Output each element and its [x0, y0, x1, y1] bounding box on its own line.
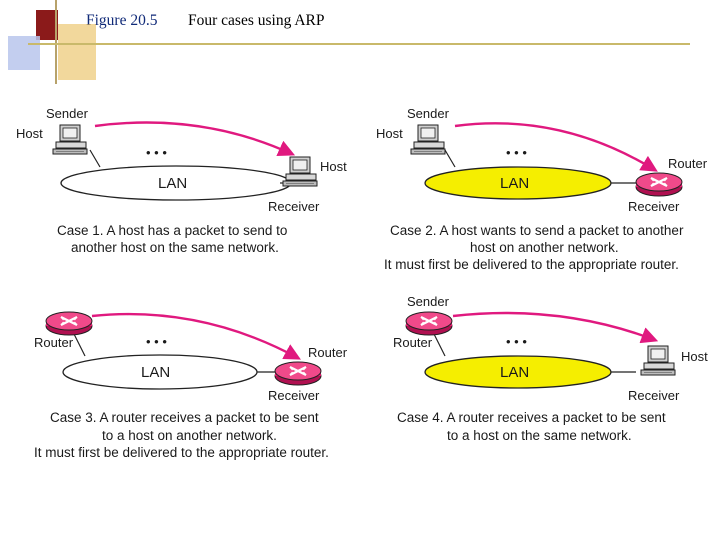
receiver-label: Receiver — [628, 199, 680, 214]
case-caption-line: to a host on another network. — [102, 428, 277, 443]
sender-host-icon — [52, 124, 88, 155]
lan-label: LAN — [500, 364, 529, 381]
ellipsis: • • • — [506, 334, 527, 349]
packet-arrow — [452, 311, 659, 344]
lan-label: LAN — [158, 175, 187, 192]
packet-arrow — [454, 122, 658, 172]
sender-label: Sender — [46, 106, 89, 121]
case-caption-line: Case 2. A host wants to send a packet to… — [390, 223, 684, 238]
receiver-router-icon — [634, 171, 684, 198]
host-label: Host — [16, 126, 43, 141]
figure-number: Figure 20.5 — [86, 12, 158, 29]
case-4: LAN • • • Sender Router Host Receiver Ca… — [393, 294, 708, 443]
case-caption-line: Case 3. A router receives a packet to be… — [50, 410, 319, 425]
sender-host-icon — [410, 124, 446, 155]
host-label: Host — [681, 349, 708, 364]
receiver-host-icon — [640, 345, 676, 376]
sender-label: Sender — [407, 106, 450, 121]
router-label: Router — [668, 156, 708, 171]
case-2: LAN • • • Sender Host Router Receiver Ca… — [376, 106, 708, 272]
figure-caption: Four cases using ARP — [188, 12, 325, 29]
receiver-host-icon — [282, 156, 318, 187]
packet-arrow — [91, 312, 301, 360]
receiver-label: Receiver — [628, 388, 680, 403]
sender-router-icon — [44, 310, 94, 337]
receiver-label: Receiver — [268, 199, 320, 214]
receiver-router-icon — [273, 360, 323, 387]
sender-label: Sender — [407, 294, 450, 309]
packet-arrow — [94, 121, 296, 157]
router-label: Router — [393, 335, 433, 350]
case-caption-line: It must first be delivered to the approp… — [34, 445, 329, 460]
case-caption-line: to a host on the same network. — [447, 428, 632, 443]
case-1: LAN • • • Sender Host Host Receiver Case… — [16, 106, 347, 255]
ellipsis: • • • — [146, 334, 167, 349]
router-label: Router — [34, 335, 74, 350]
case-caption-line: It must first be delivered to the approp… — [384, 257, 679, 272]
case-caption-line: Case 1. A host has a packet to send to — [57, 223, 287, 238]
host-label: Host — [376, 126, 403, 141]
ellipsis: • • • — [146, 145, 167, 160]
router-label: Router — [308, 345, 348, 360]
corner-decoration — [8, 0, 690, 84]
ellipsis: • • • — [506, 145, 527, 160]
receiver-label: Receiver — [268, 388, 320, 403]
case-caption-line: host on another network. — [470, 240, 619, 255]
case-caption-line: another host on the same network. — [71, 240, 279, 255]
host-label: Host — [320, 159, 347, 174]
lan-label: LAN — [141, 364, 170, 381]
case-3: LAN • • • Router Router Receiver Case 3.… — [34, 310, 348, 460]
lan-label: LAN — [500, 175, 529, 192]
sender-router-icon — [404, 310, 454, 337]
case-caption-line: Case 4. A router receives a packet to be… — [397, 410, 666, 425]
